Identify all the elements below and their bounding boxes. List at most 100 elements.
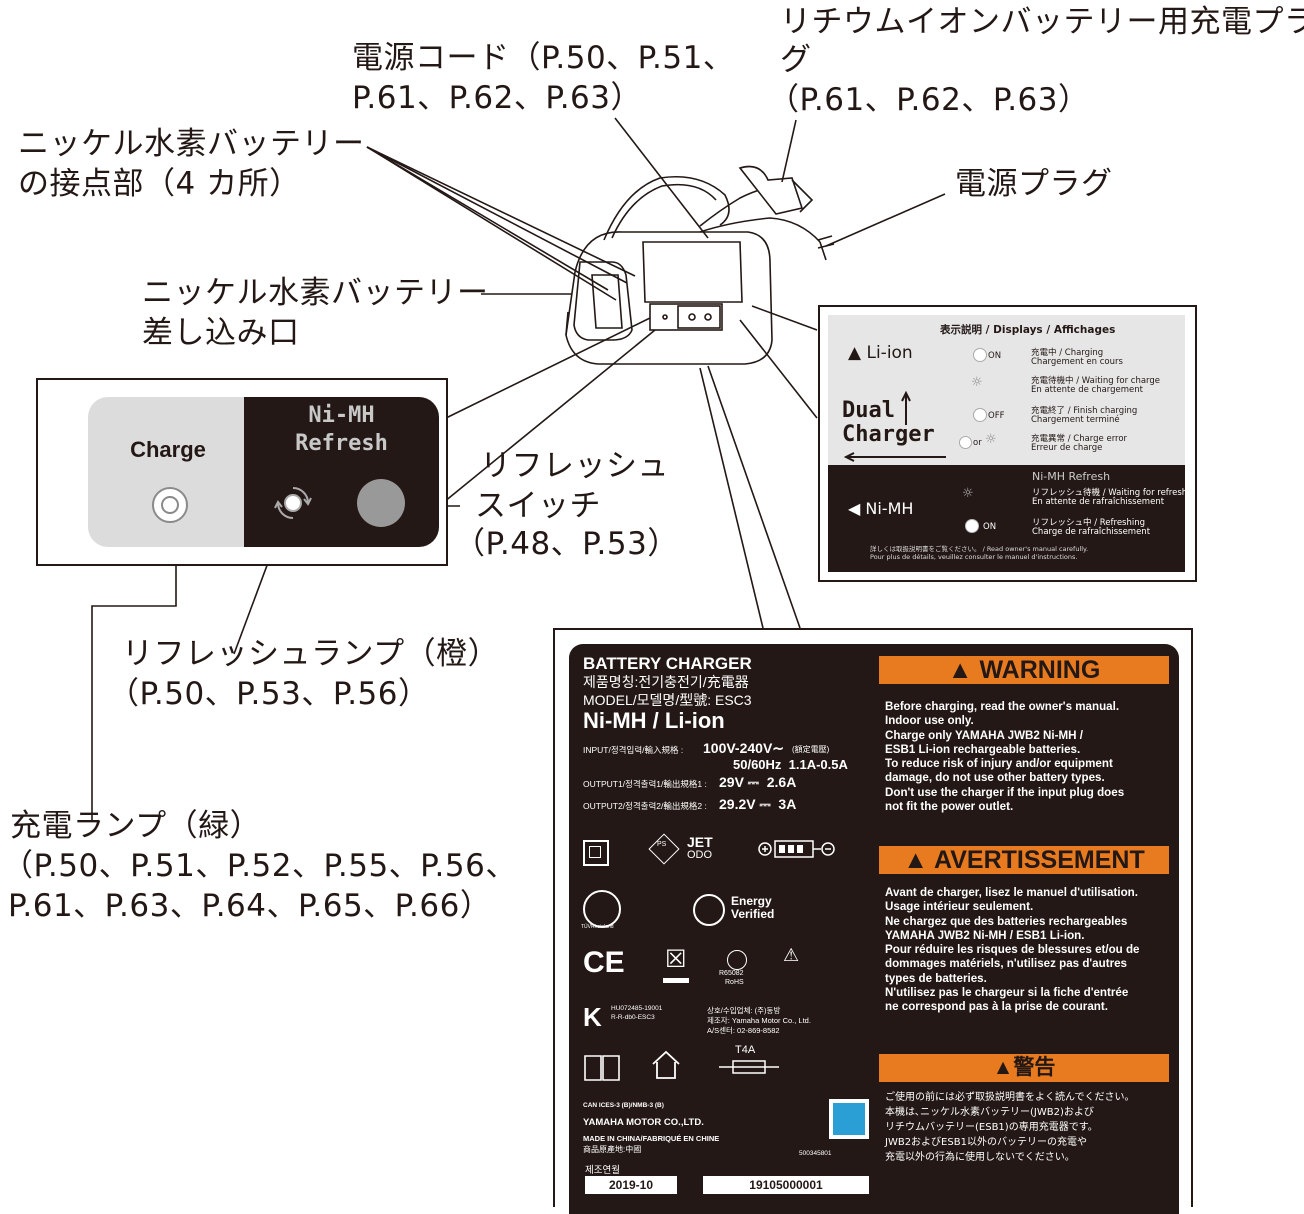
tuv-mark-icon (583, 890, 621, 928)
kc-code-1: HU072485-19001 (611, 1005, 663, 1012)
liion-label: Li-ion (866, 343, 913, 363)
kc-code-2: R-R-db0-ESC3 (611, 1014, 655, 1021)
nimh-display-label: Ni-MH (865, 499, 914, 518)
input-note: (額定電壓) (792, 745, 830, 754)
display-title: 表示説明 / Displays / Affichages (940, 324, 1116, 336)
row1-text: 充電中 / Charging (1031, 348, 1104, 358)
weee-bin-icon: ☒ (665, 945, 687, 973)
charger-illustration (565, 165, 835, 365)
keikoku-header: ▲警告 (879, 1054, 1169, 1082)
output1-label: OUTPUT1/정격출력1/輸出規格1 : (583, 779, 707, 789)
nimh-refresh-section: Ni-MH Refresh (244, 397, 439, 547)
warning-triangle-icon: ▲ (947, 656, 973, 684)
verified-text: Verified (731, 907, 775, 921)
charge-lamp-ring (161, 496, 179, 514)
display-footer-2: Pour plus de détails, veuillez consulter… (870, 553, 1078, 561)
ce-mark-icon: CE (583, 946, 625, 979)
display-liion-area: 表示説明 / Displays / Affichages ▲ Li-ion Du… (828, 315, 1185, 465)
weee-bar-icon (663, 978, 689, 983)
display-footer-1: 詳しくは取扱説明書をご覧ください。 / Read owner's manual … (870, 545, 1089, 553)
row4-text: 充電異常 / Charge error (1031, 434, 1128, 444)
output2-label: OUTPUT2/정격출력2/輸出規格2 : (583, 801, 707, 811)
avertissement-triangle-icon: ▲ (903, 846, 929, 874)
odo-text: ODO (687, 849, 713, 861)
refresh-lamp-label: リフレッシュランプ（橙） (122, 636, 500, 672)
power-cord-pages: P.61、P.62、P.63） (352, 80, 642, 116)
rohs-code: R65082 (719, 970, 744, 977)
input-value-2: 50/60Hz 1.1A-0.5A (733, 757, 848, 772)
rohs-text: RoHS (725, 979, 744, 986)
lithium-plug-label-1: リチウムイオンバッテリー用充電プラ (780, 4, 1304, 40)
row1-state: ON (988, 351, 1002, 361)
liion-mark: ▲ Li-ion (848, 343, 913, 363)
qr-frame (829, 1099, 869, 1139)
keikoku-text: ご使用の前には必ず取扱説明書をよく読んでください。 本機は､ニッケル水素バッテリ… (885, 1092, 1135, 1163)
refresh-blink-icon: ☼ (962, 486, 974, 501)
indoor-house-icon (652, 1050, 680, 1079)
nimh-slot-label: ニッケル水素バッテリー (142, 275, 489, 311)
output2-value: 29.2V ⎓ 3A (719, 796, 797, 812)
rohs-mark-icon (727, 950, 747, 970)
charge-lamp-pages-1: （P.50、P.51、P.52、P.55、P.56、 (2, 848, 517, 884)
charge-label: Charge (130, 437, 206, 462)
refresh-label: Refresh (295, 431, 388, 456)
charge-section: Charge (88, 397, 248, 547)
rating-plate-zoom: BATTERY CHARGER 제품명칭:전기충전기/充電器 MODEL/모델명… (553, 628, 1193, 1214)
tuv-text: TÜVRheinland (581, 924, 614, 930)
importer-2: 제조자: Yamaha Motor Co., Ltd. (707, 1016, 811, 1025)
made-in-text: MADE IN CHINA/FABRIQUÉ EN CHINE (583, 1134, 720, 1143)
power-plug-label: 電源プラグ (955, 166, 1113, 202)
serial-number: 19105000001 (703, 1176, 869, 1194)
refresh-switch-button[interactable] (357, 479, 405, 527)
kc-mark-icon: K (583, 1002, 602, 1032)
energy-text: Energy (731, 894, 772, 908)
avertissement-title: AVERTISSEMENT (934, 846, 1145, 874)
control-panel-zoom: Charge Ni-MH Refresh (36, 378, 448, 566)
row3-text-fr: Chargement terminé (1031, 415, 1120, 425)
part-number: 500345801 (799, 1150, 832, 1157)
refresh-lamp-pages: （P.50、P.53、P.56） (108, 676, 430, 712)
lithium-plug-pages: （P.61、P.62、P.63） (768, 82, 1090, 118)
row6-text-fr: Charge de rafraîchissement (1032, 527, 1151, 537)
origin-text: 商品原產地:中國 (583, 1145, 642, 1154)
lamp-error-blink-icon: ☼ (985, 432, 997, 447)
row3-state: OFF (988, 411, 1005, 421)
lamp-on-icon (973, 348, 987, 362)
nimh-mark: ◀ Ni-MH (848, 499, 914, 518)
rating-plate: BATTERY CHARGER 제품명칭:전기충전기/充電器 MODEL/모델명… (569, 644, 1179, 1214)
charge-lamp (152, 487, 188, 523)
nimh-refresh-heading: Ni-MH Refresh (1032, 470, 1111, 483)
dual-arrow-icon (843, 390, 946, 462)
refresh-switch-pages: （P.48、P.53） (454, 526, 679, 562)
fuse-icon (719, 1060, 779, 1074)
double-insulation-icon (583, 840, 609, 866)
avertissement-header: ▲ AVERTISSEMENT (879, 846, 1169, 874)
charge-lamp-label: 充電ランプ（緑） (10, 808, 262, 844)
power-cord-label: 電源コード（P.50、P.51、 (352, 40, 735, 76)
fuse-rating: T4A (735, 1044, 756, 1056)
nimh-contacts-label: ニッケル水素バッテリー (18, 126, 365, 162)
dual-label: Dual (842, 398, 895, 423)
plate-name: 제품명칭:전기충전기/充電器 (583, 674, 749, 690)
warning-header: ▲ WARNING (879, 656, 1169, 684)
rcm-mark-icon: ⚠ (783, 945, 800, 966)
refresh-switch-label: リフレッシュ (480, 448, 669, 484)
importer-1: 상호/수입업체: (주)동방 (707, 1006, 781, 1015)
refresh-switch-label-2: スイッチ (475, 488, 601, 524)
manual-book-icon (584, 1055, 620, 1081)
importer-3: A/S센터: 02-869-8582 (707, 1026, 780, 1035)
nimh-contacts-label-2: の接点部（4 カ所） (18, 166, 301, 202)
pse-mark-icon (648, 833, 680, 865)
warning-text: Before charging, read the owner's manual… (885, 700, 1125, 814)
row6-text: リフレッシュ中 / Refreshing (1032, 518, 1146, 528)
output1-value: 29V ⎓ 2.6A (719, 774, 797, 790)
lamp-off-icon (973, 408, 987, 422)
row2-text-fr: En attente de chargement (1031, 385, 1144, 395)
maker-text: YAMAHA MOTOR CO.,LTD. (583, 1117, 704, 1128)
plate-title: BATTERY CHARGER (583, 654, 752, 673)
charger-label: Charger (842, 422, 935, 447)
plate-model: MODEL/모델명/型號: ESC3 (583, 692, 752, 708)
ul-mark-icon (693, 894, 725, 926)
avertissement-text: Avant de charger, lisez le manuel d'util… (885, 886, 1140, 1014)
row1-text-fr: Chargement en cours (1031, 357, 1123, 367)
